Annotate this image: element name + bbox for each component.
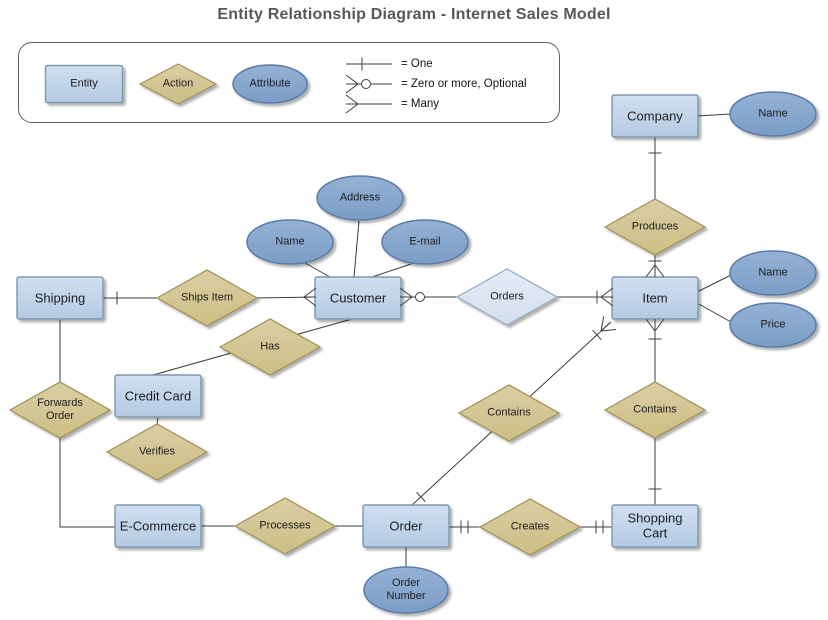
e-commerce-shape xyxy=(114,504,202,548)
legend-line-label-1: = Zero or more, Optional xyxy=(401,78,527,90)
company-shape xyxy=(611,94,699,138)
crow-foot-many xyxy=(600,316,616,332)
name-company-shape xyxy=(729,91,817,137)
edge-forwards-order-e-commerce xyxy=(59,438,115,528)
email-shape xyxy=(381,219,469,265)
produces-shape xyxy=(603,198,707,256)
orders-shape xyxy=(455,268,559,326)
name-customer-shape xyxy=(246,219,334,265)
price-shape xyxy=(729,302,817,348)
creates-shape xyxy=(478,498,582,556)
edge-item-price xyxy=(696,302,732,323)
optional-circle xyxy=(415,292,425,302)
crow-foot-many xyxy=(345,74,359,94)
crow-foot-many xyxy=(645,264,665,278)
order-shape xyxy=(362,504,450,548)
contains-a-shape xyxy=(457,384,561,442)
optional-circle xyxy=(361,79,371,89)
edge-customer-email xyxy=(371,263,412,278)
item-shape xyxy=(611,276,699,320)
order-number-shape xyxy=(363,566,449,614)
crow-foot-many xyxy=(399,287,413,307)
address-shape xyxy=(316,175,404,221)
edge-item-name xyxy=(696,274,732,293)
legend-attribute-shape xyxy=(232,64,308,104)
crow-foot-many xyxy=(645,318,665,332)
has-shape xyxy=(218,318,322,376)
crow-foot-many xyxy=(345,94,359,114)
edge-company-name xyxy=(696,113,732,117)
name-item-shape xyxy=(729,250,817,296)
one-tick xyxy=(592,329,602,341)
legend-box xyxy=(18,42,560,123)
contains-b-shape xyxy=(603,381,707,439)
one-tick xyxy=(416,491,426,503)
legend-line-label-0: = One xyxy=(401,58,433,70)
processes-shape xyxy=(233,497,337,555)
legend-entity-shape xyxy=(44,64,124,104)
credit-card-shape xyxy=(114,374,202,418)
customer-shape xyxy=(314,276,402,320)
ships-item-shape xyxy=(155,269,259,327)
forwards-order-shape xyxy=(8,381,112,439)
diagram-title: Entity Relationship Diagram - Internet S… xyxy=(217,6,611,23)
crow-foot-many xyxy=(600,287,614,307)
shipping-shape xyxy=(16,276,104,320)
shopping-cart-shape xyxy=(611,504,699,548)
crow-foot-many xyxy=(303,287,317,307)
verifies-shape xyxy=(105,423,209,481)
edge-customer-name xyxy=(304,262,331,278)
legend-action-shape xyxy=(138,63,218,105)
legend-line-label-2: = Many xyxy=(401,98,440,110)
edge-customer-address xyxy=(353,220,360,278)
